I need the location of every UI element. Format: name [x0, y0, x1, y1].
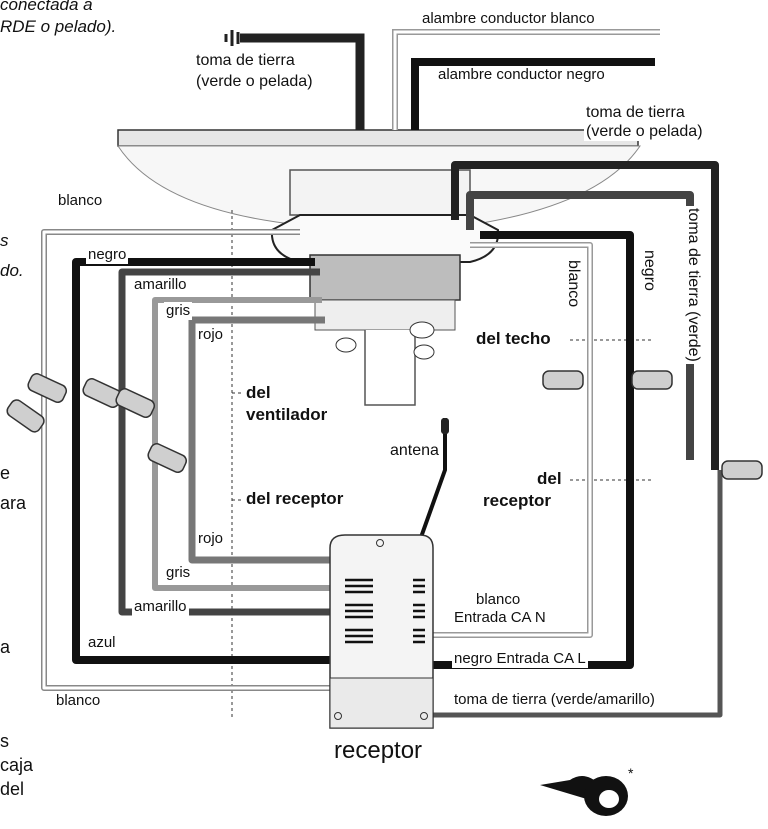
wire-nut-icon: [115, 388, 156, 418]
left-fragment: e: [0, 463, 11, 483]
left-fragment: del: [0, 779, 25, 799]
label-amarillo-top: amarillo: [132, 276, 189, 294]
wire-nut-icon: [542, 370, 584, 390]
label-toma-tierra-top-1: toma de tierra: [196, 52, 295, 69]
label-receptor: receptor: [334, 737, 423, 764]
antenna-tip: [441, 418, 449, 434]
label-amarillo-bottom: amarillo: [132, 598, 189, 616]
label-del-receptor-left: del receptor: [246, 489, 344, 508]
label-negro-entrada: negro Entrada CA L: [452, 650, 588, 668]
label-antena: antena: [390, 442, 439, 459]
wire-nut-icon: [721, 460, 763, 480]
label-azul: azul: [86, 634, 118, 652]
label-alambre-blanco: alambre conductor blanco: [420, 10, 597, 28]
label-negro: negro: [86, 246, 129, 264]
label-del-ventilador-2: ventilador: [246, 405, 328, 424]
wire-nut-icon: [147, 443, 188, 473]
label-gris-top: gris: [164, 302, 193, 320]
label-toma-tierra-vertical: toma de tierra (verde): [684, 206, 702, 364]
label-gris-bottom: gris: [164, 564, 193, 582]
label-toma-tierra-right-1: toma de tierra: [584, 104, 687, 122]
asterisk: *: [628, 765, 634, 781]
label-del-receptor-right-2: receptor: [483, 491, 552, 510]
ground-symbol-icon: [224, 30, 240, 46]
label-blanco-top: blanco: [56, 192, 105, 210]
label-del-ventilador-1: del: [246, 383, 271, 402]
fan-wires: [41, 229, 428, 691]
wire-nut-icon: [27, 373, 68, 403]
label-alambre-negro: alambre conductor negro: [436, 66, 607, 84]
left-fragment: a: [0, 637, 11, 657]
label-tierra-entrada: toma de tierra (verde/amarillo): [452, 691, 657, 709]
label-toma-tierra-top-2: (verde o pelada): [196, 73, 313, 90]
left-fragment: do.: [0, 261, 24, 280]
label-rojo-bottom: rojo: [196, 530, 226, 548]
label-toma-tierra-right-2: (verde o pelada): [584, 123, 705, 141]
label-blanco-bottom: blanco: [54, 692, 103, 710]
label-blanco-vertical: blanco: [564, 258, 582, 310]
left-fragment: s: [0, 231, 9, 250]
label-negro-vertical: negro: [640, 248, 658, 293]
label-del-techo: del techo: [476, 329, 551, 348]
label-blanco-entrada-2: Entrada CA N: [452, 609, 548, 627]
receptor-box: [329, 534, 434, 729]
wire-nut-icon: [6, 399, 45, 433]
label-del-receptor-right-1: del: [537, 469, 562, 488]
tape-icon: [540, 776, 628, 816]
label-rojo-top: rojo: [196, 326, 226, 344]
fan-canopy: [270, 169, 500, 406]
left-fragment: conectada a: [0, 0, 93, 14]
left-fragment: s: [0, 731, 9, 751]
reference-lines: [231, 210, 652, 720]
wire-nuts: [6, 370, 763, 480]
left-fragment: RDE o pelado).: [0, 17, 117, 36]
label-blanco-entrada-1: blanco: [474, 591, 523, 609]
left-fragment: ara: [0, 493, 27, 513]
wire-nut-icon: [631, 370, 673, 390]
left-fragment: caja: [0, 755, 34, 775]
supply-wires: [240, 29, 660, 130]
